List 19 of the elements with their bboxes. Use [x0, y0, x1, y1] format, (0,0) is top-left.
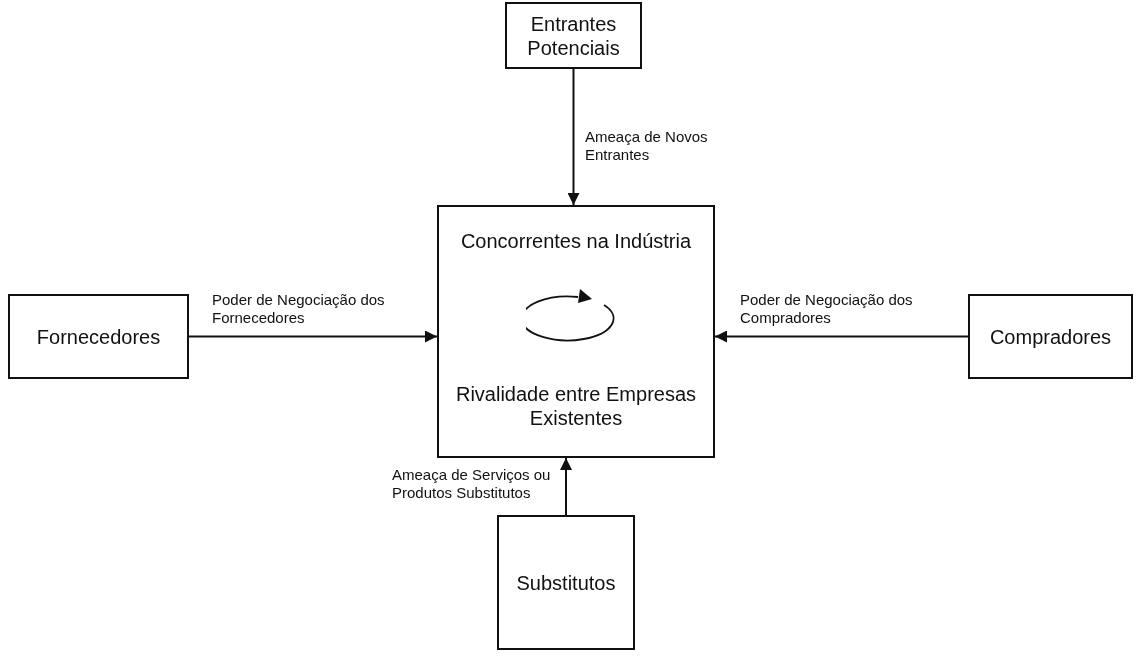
box — [8, 294, 189, 379]
edge-label: Poder de Negociação dos Fornecedores — [212, 291, 386, 327]
node-text: Entrantes Potenciais — [526, 11, 621, 60]
box — [497, 515, 635, 650]
node-text: Concorrentes na Indústria — [460, 229, 692, 253]
arrow — [560, 457, 572, 516]
node-text: Fornecedores — [36, 324, 161, 349]
node-text: Substitutos — [516, 570, 616, 595]
node-text: Rivalidade entre Empresas Existentes — [454, 382, 698, 430]
edge-label: Poder de Negociação dos Compradores — [740, 291, 914, 327]
box — [968, 294, 1133, 379]
arrow — [188, 330, 438, 343]
edge-label: Ameaça de Novos Entrantes — [585, 128, 709, 164]
edge-label: Ameaça de Serviços ou Produtos Substitutos — [392, 466, 552, 502]
box — [505, 2, 642, 69]
arrow — [714, 330, 969, 343]
node-text: Compradores — [989, 324, 1112, 349]
arrow — [567, 68, 580, 206]
box — [437, 205, 715, 458]
